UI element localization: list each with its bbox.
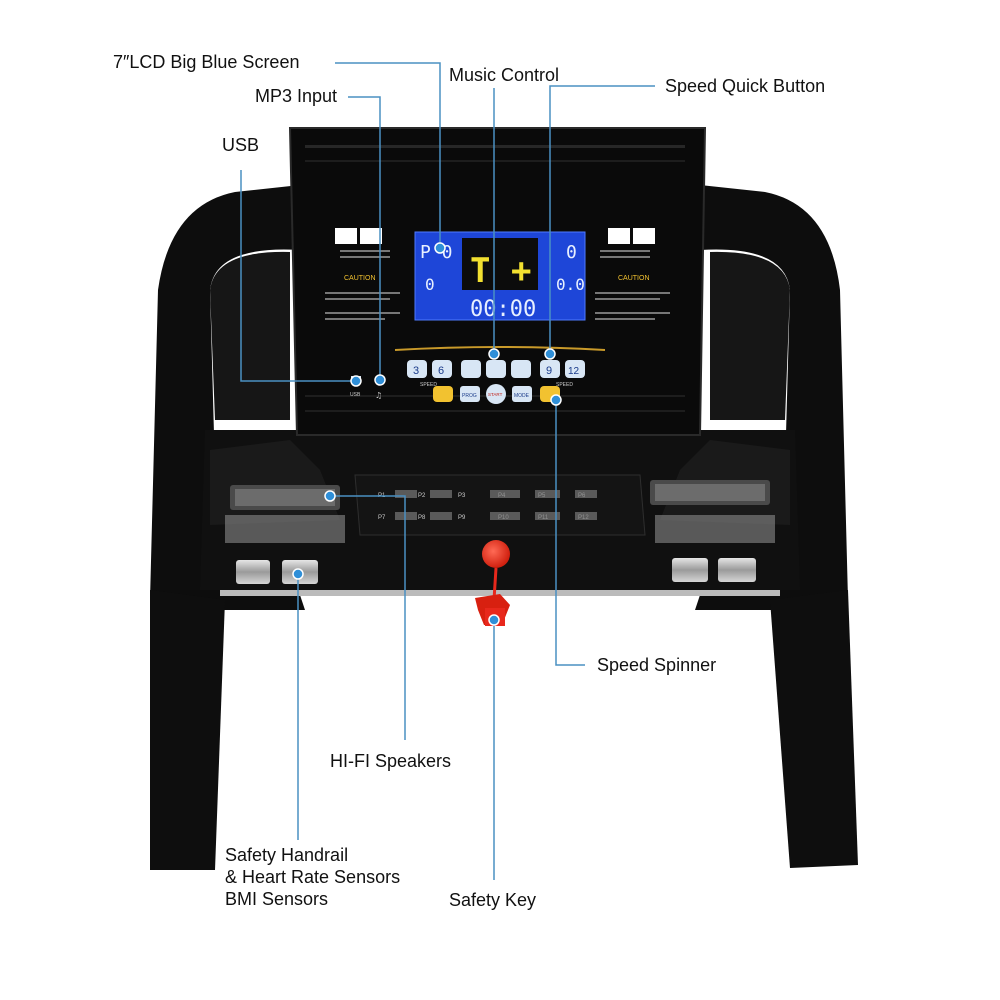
callout-safety-handrail: Safety Handrail & Heart Rate Sensors BMI…: [225, 844, 400, 910]
callout-dot-speed-quick: [544, 348, 556, 360]
start-button-label: START: [488, 392, 503, 397]
quick-speed-3-label: 3: [413, 365, 419, 377]
quick-speed-12-button[interactable]: [565, 360, 585, 378]
caution-right-label: CAUTION: [618, 275, 650, 282]
button-row-bottom: PROG START MODE: [433, 384, 560, 404]
callout-dot-speakers: [324, 490, 336, 502]
callout-hifi-speakers: HI-FI Speakers: [330, 751, 452, 771]
speed-label-right: SPEED: [556, 382, 573, 388]
lower-console: P1P2P3P4P5P6P7P8P9P10P11P12: [210, 440, 790, 584]
callout-speed-spinner: Speed Spinner: [597, 655, 717, 675]
callout-line-speed-spinner: [555, 400, 585, 666]
console-panel: CAUTION CAUTION P 0 0 T + 0: [288, 127, 707, 436]
program-label: P7: [378, 515, 386, 521]
callout-line-mp3: [348, 96, 381, 380]
lcd-top-right-readout: 0: [566, 242, 577, 263]
callout-dot-mp3: [374, 374, 386, 386]
speed-down-button[interactable]: [433, 386, 453, 402]
callout-line-speed-quick: [549, 85, 655, 354]
button-row-top: 3 6 9 12 SPEED SPEED: [407, 360, 585, 388]
music-prev-button[interactable]: [461, 360, 481, 378]
right-upright: [770, 590, 858, 868]
quick-speed-3-button[interactable]: [407, 360, 427, 378]
callout-handrail-line-2: & Heart Rate Sensors: [225, 867, 401, 887]
program-label: P3: [458, 493, 466, 499]
safety-key[interactable]: [475, 540, 510, 626]
callout-usb: USB: [222, 135, 260, 155]
lcd-mid-left-readout: 0: [425, 275, 435, 294]
callout-line-usb: [240, 170, 356, 382]
quick-speed-6-label: 6: [438, 365, 444, 377]
program-label: P2: [418, 493, 426, 499]
callout-dot-usb: [350, 375, 362, 387]
hr-sensor-left-1[interactable]: [236, 560, 270, 584]
caution-panel-right: CAUTION: [595, 228, 670, 320]
usb-port-label: USB: [350, 392, 361, 398]
callout-dot-music: [488, 348, 500, 360]
program-label: P8: [418, 515, 426, 521]
callout-lines: [240, 62, 655, 880]
start-button[interactable]: [486, 384, 506, 404]
left-upright: [150, 590, 225, 870]
quick-speed-12-label: 12: [568, 366, 580, 377]
speed-label-left: SPEED: [420, 382, 437, 388]
music-next-button[interactable]: [511, 360, 531, 378]
hr-sensor-right-1[interactable]: [672, 558, 708, 582]
mode-button[interactable]: [512, 386, 532, 402]
callout-speed-quick-button: Speed Quick Button: [665, 76, 826, 96]
hr-sensor-right-2[interactable]: [718, 558, 756, 582]
prog-button-label: PROG: [462, 393, 477, 399]
callout-music-control: Music Control: [449, 65, 560, 85]
lcd-screen: P 0 0 T + 0 0.0 00:00: [414, 231, 586, 322]
caution-panel-left: CAUTION: [325, 228, 400, 320]
callout-lcd-screen: 7″LCD Big Blue Screen: [113, 52, 300, 72]
music-play-button[interactable]: [486, 360, 506, 378]
quick-speed-9-label: 9: [546, 365, 552, 377]
quick-speed-9-button[interactable]: [540, 360, 560, 378]
lcd-mid-right-readout: 0.0: [556, 275, 585, 294]
caution-left-label: CAUTION: [344, 275, 376, 282]
callout-handrail-line-3: BMI Sensors: [225, 889, 329, 909]
callout-safety-key: Safety Key: [449, 890, 537, 910]
callout-line-speakers: [330, 495, 406, 740]
callout-dots: [292, 242, 562, 626]
lcd-time-readout: 00:00: [470, 297, 536, 322]
callout-handrail-line-1: Safety Handrail: [225, 845, 349, 865]
lcd-main-readout: T +: [470, 251, 531, 291]
callout-dot-safety-key: [488, 614, 500, 626]
program-label: P9: [458, 515, 466, 521]
callout-dot-speed-spinner: [550, 394, 562, 406]
callout-line-lcd: [335, 62, 441, 248]
mode-button-label: MODE: [514, 393, 530, 399]
prog-button[interactable]: [460, 386, 480, 402]
quick-speed-6-button[interactable]: [432, 360, 452, 378]
callout-dot-lcd: [434, 242, 446, 254]
program-chart-panel: P1P2P3P4P5P6P7P8P9P10P11P12: [354, 474, 646, 536]
callout-mp3-input: MP3 Input: [255, 86, 338, 106]
callout-dot-handrail: [292, 568, 304, 580]
music-note-icon: ♫: [375, 391, 382, 400]
